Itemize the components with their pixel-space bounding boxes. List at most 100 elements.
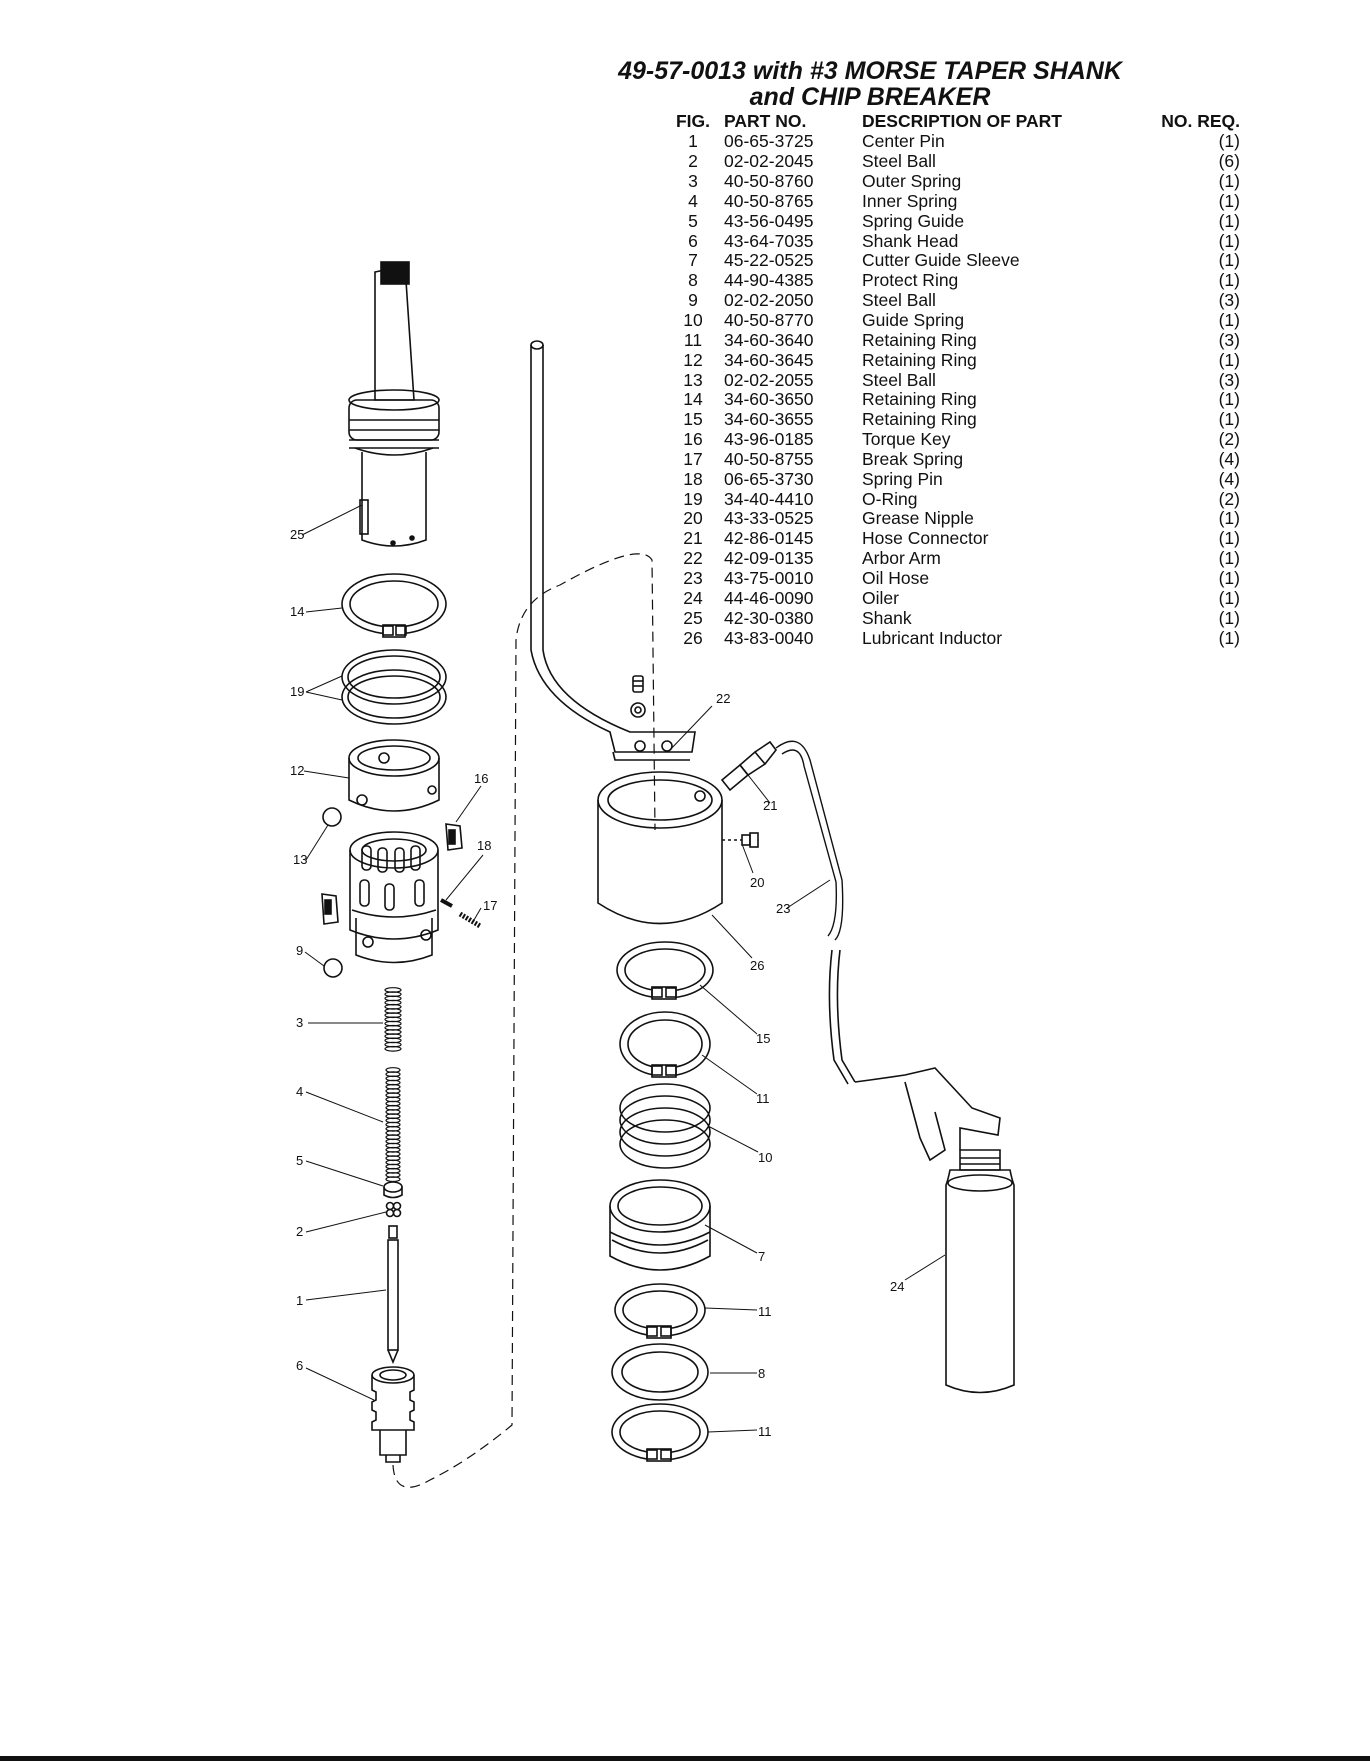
cell-fig: 2 <box>688 151 698 172</box>
cell-fig: 10 <box>683 310 703 331</box>
retaining-ring-part-15 <box>616 941 714 1000</box>
torque-key-part-16 <box>321 823 463 925</box>
cell-part-no: 06-65-3730 <box>724 468 814 489</box>
lubricant-inductor-part-26 <box>597 771 723 925</box>
cell-description: Protect Ring <box>862 270 959 291</box>
cell-description: Hose Connector <box>862 528 989 549</box>
retaining-ring-part-11-lower <box>611 1403 709 1462</box>
cell-no-req: (2) <box>1218 488 1240 509</box>
callout-5: 5 <box>296 1153 303 1168</box>
cell-part-no: 42-30-0380 <box>724 607 814 628</box>
chip-breaker-body <box>349 831 439 964</box>
cell-part-no: 43-96-0185 <box>724 429 814 450</box>
cell-description: Retaining Ring <box>862 329 977 350</box>
callout-23: 23 <box>776 901 790 916</box>
cell-part-no: 42-86-0145 <box>724 528 814 549</box>
break-spring-part-17 <box>458 911 482 929</box>
cell-fig: 8 <box>688 270 698 291</box>
spring-pin-part-18 <box>440 898 453 908</box>
header-part-no: PART NO. <box>724 110 807 131</box>
cell-part-no: 44-46-0090 <box>724 587 814 608</box>
grease-nipple-part-20 <box>722 832 759 848</box>
leader-lines <box>301 504 946 1433</box>
cell-description: Center Pin <box>862 131 945 152</box>
diagram-title-line-1: 49-57-0013 with #3 MORSE TAPER SHANK <box>618 57 1122 85</box>
cell-description: Oil Hose <box>862 567 930 588</box>
callout-24: 24 <box>890 1279 904 1294</box>
cell-fig: 4 <box>688 190 698 211</box>
callout-2: 2 <box>296 1224 303 1239</box>
hose-connector-part-21 <box>720 740 778 792</box>
cell-description: Spring Guide <box>862 210 965 231</box>
cell-fig: 23 <box>683 567 703 588</box>
callout-22: 22 <box>716 691 730 706</box>
cell-no-req: (1) <box>1218 171 1240 192</box>
cell-description: Break Spring <box>862 448 964 469</box>
cell-fig: 5 <box>688 210 698 231</box>
cell-description: Steel Ball <box>862 151 936 172</box>
cell-fig: 24 <box>683 587 703 608</box>
cell-fig: 15 <box>683 409 703 430</box>
cell-no-req: (1) <box>1218 508 1240 529</box>
cell-description: Inner Spring <box>862 190 958 211</box>
cell-no-req: (3) <box>1218 329 1240 350</box>
cell-no-req: (1) <box>1218 131 1240 152</box>
callout-19: 19 <box>290 684 304 699</box>
cell-part-no: 02-02-2055 <box>724 369 814 390</box>
retaining-ring-part-12 <box>348 739 440 812</box>
cell-no-req: (4) <box>1218 468 1240 489</box>
cell-description: Retaining Ring <box>862 389 977 410</box>
callout-4: 4 <box>296 1084 303 1099</box>
cell-fig: 12 <box>683 349 703 370</box>
header-fig: FIG. <box>675 110 711 131</box>
bottom-rule <box>0 1756 1370 1761</box>
spring-guide-part-5 <box>383 1181 403 1199</box>
cell-description: Retaining Ring <box>862 349 977 370</box>
cell-no-req: (1) <box>1218 389 1240 410</box>
diagram-title-line-2: and CHIP BREAKER <box>749 83 991 111</box>
cell-part-no: 43-83-0040 <box>724 627 814 648</box>
cell-fig: 9 <box>688 290 698 311</box>
center-pin-part-1 <box>387 1225 399 1365</box>
cell-fig: 13 <box>683 369 703 390</box>
cell-part-no: 40-50-8755 <box>724 448 814 469</box>
cell-no-req: (1) <box>1218 409 1240 430</box>
retaining-ring-part-11-middle <box>614 1283 706 1339</box>
cell-fig: 26 <box>683 627 703 648</box>
callout-7: 7 <box>758 1249 765 1264</box>
steel-ball-part-9 <box>323 958 343 978</box>
cell-no-req: (1) <box>1218 349 1240 370</box>
cell-description: Grease Nipple <box>862 508 974 529</box>
cell-no-req: (1) <box>1218 210 1240 231</box>
arbor-arm-part-22 <box>530 340 696 761</box>
inner-spring-part-4 <box>385 1067 401 1183</box>
cell-description: Cutter Guide Sleeve <box>862 250 1020 271</box>
cell-no-req: (6) <box>1218 151 1240 172</box>
shank-part-25 <box>348 261 440 547</box>
cell-part-no: 40-50-8765 <box>724 190 814 211</box>
cell-part-no: 43-56-0495 <box>724 210 814 231</box>
cell-part-no: 40-50-8770 <box>724 310 814 331</box>
callout-18: 18 <box>477 838 491 853</box>
cell-description: Steel Ball <box>862 369 936 390</box>
cell-description: Outer Spring <box>862 171 962 192</box>
header-no-req: NO. REQ. <box>1161 110 1240 131</box>
cell-no-req: (1) <box>1218 230 1240 251</box>
table-row: 5 43-56-0495 Spring Guide (1) <box>662 211 1240 231</box>
steel-ball-part-13 <box>322 807 342 827</box>
cell-fig: 1 <box>688 131 698 152</box>
